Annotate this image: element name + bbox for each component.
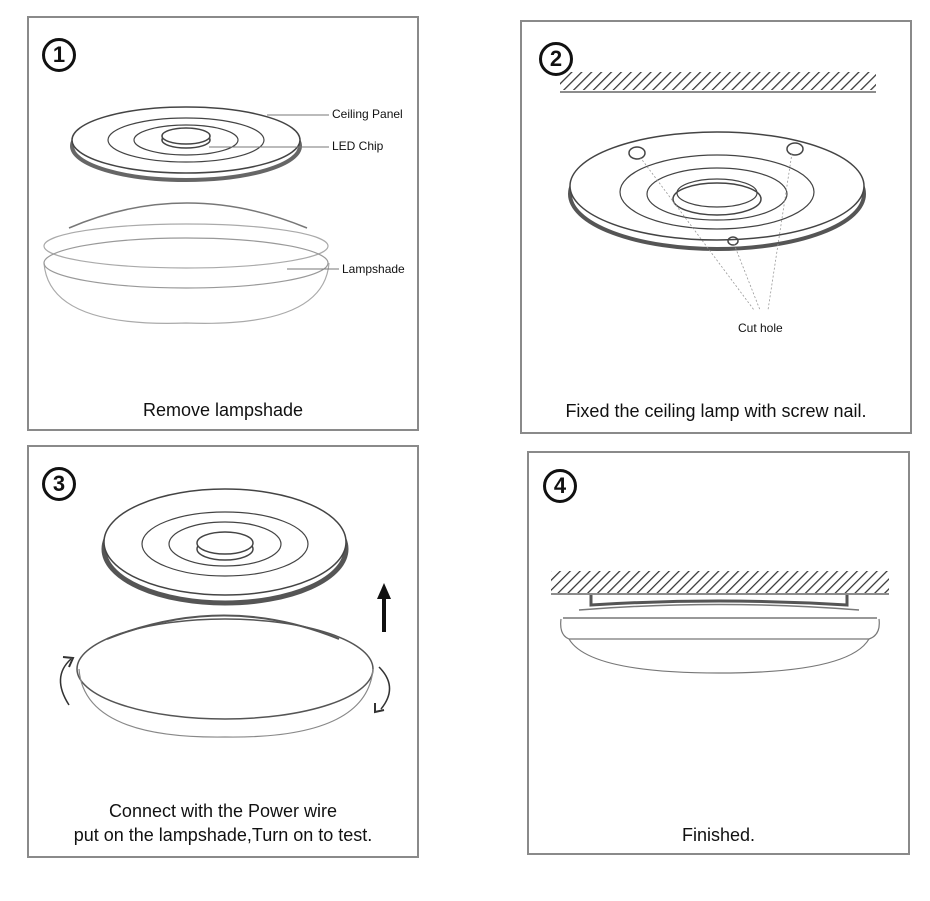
lampshade-label: Lampshade	[342, 262, 405, 276]
cut-hole-label: Cut hole	[738, 321, 783, 335]
up-arrow-icon	[377, 583, 391, 632]
step-number-badge: 3	[42, 467, 76, 501]
step-number-badge: 2	[539, 42, 573, 76]
lampshade-drawing	[43, 202, 330, 324]
step-2-illustration	[560, 72, 876, 311]
installed-lamp-drawing	[560, 595, 880, 674]
caption-line-1: Connect with the Power wire	[108, 801, 338, 821]
ceiling-panel-drawing	[70, 106, 302, 182]
ceiling-panel-label: Ceiling Panel	[332, 107, 403, 121]
step-4-illustration	[551, 571, 889, 674]
ceiling-hatch	[551, 571, 889, 593]
step-number-badge: 1	[42, 38, 76, 72]
rotate-right-arrow-icon	[374, 666, 391, 714]
step-number-badge: 4	[543, 469, 577, 503]
ceiling-panel-drawing	[101, 488, 349, 606]
step-caption: Connect with the Power wire put on the l…	[29, 799, 417, 847]
ceiling-hatch	[560, 72, 876, 90]
step-caption: Fixed the ceiling lamp with screw nail.	[565, 401, 867, 421]
step-4-panel: 4 Finished.	[527, 451, 910, 855]
step-caption: Finished.	[681, 825, 756, 845]
ceiling-panel-drawing	[568, 131, 866, 251]
rotate-left-arrow-icon	[59, 656, 75, 706]
step-1-panel: 1 Ceiling Panel LED Chip Lampshade Remov…	[27, 16, 419, 431]
lampshade-drawing	[76, 614, 374, 738]
step-3-illustration	[59, 488, 391, 738]
step-2-panel: 2 Cut hole Fixed the ceiling lamp with s…	[520, 20, 912, 434]
led-chip-label: LED Chip	[332, 139, 384, 153]
step-caption: Remove lampshade	[142, 400, 304, 420]
caption-line-2: put on the lampshade,Turn on to test.	[73, 825, 373, 845]
step-3-panel: 3 Connect with the Power wire put on the…	[27, 445, 419, 858]
cut-hole-leaders	[639, 152, 793, 311]
callout-leaders	[209, 114, 339, 270]
step-1-illustration	[43, 106, 339, 324]
